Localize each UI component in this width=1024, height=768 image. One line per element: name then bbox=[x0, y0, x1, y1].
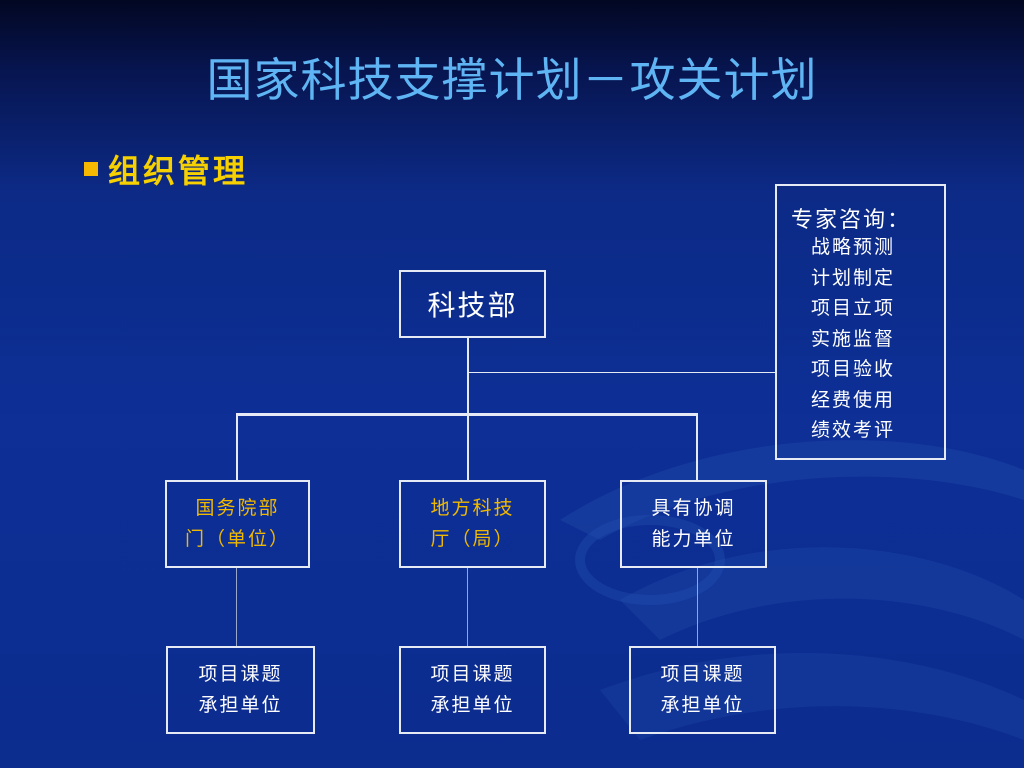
expert-item: 绩效考评 bbox=[811, 419, 896, 441]
node-line: 门（单位） bbox=[184, 528, 290, 550]
expert-item: 实施监督 bbox=[811, 327, 896, 350]
square-bullet-icon bbox=[84, 162, 98, 176]
expert-title: 专家咨询： bbox=[791, 208, 912, 233]
expert-item: 战略预测 bbox=[811, 236, 896, 258]
level2-node-state-council: 国务院部 门（单位） bbox=[165, 480, 310, 568]
level2-node-coordinating-unit: 具有协调 能力单位 bbox=[620, 480, 767, 568]
node-line: 承担单位 bbox=[198, 694, 283, 716]
node-line: 国务院部 bbox=[195, 497, 280, 519]
expert-item-list: 战略预测 计划制定 项目立项 实施监督 项目验收 经费使用 绩效考评 bbox=[811, 232, 895, 446]
node-line: 项目课题 bbox=[660, 663, 745, 685]
connector-left-bottom bbox=[236, 568, 237, 646]
connector-left-drop bbox=[236, 414, 238, 480]
expert-item: 计划制定 bbox=[811, 266, 896, 289]
level2-node-local-bureau: 地方科技 厅（局） bbox=[399, 480, 546, 568]
node-line: 项目课题 bbox=[430, 663, 515, 685]
root-node-label: 科技部 bbox=[427, 289, 518, 322]
expert-consultation-box: 专家咨询： 战略预测 计划制定 项目立项 实施监督 项目验收 经费使用 绩效考评 bbox=[775, 184, 946, 460]
connector-right-bottom bbox=[697, 568, 698, 646]
node-line: 承担单位 bbox=[660, 694, 745, 716]
expert-item: 经费使用 bbox=[811, 388, 896, 411]
level3-node-3: 项目课题 承担单位 bbox=[629, 646, 776, 734]
connector-middle-bottom bbox=[467, 568, 468, 646]
node-line: 项目课题 bbox=[198, 663, 283, 685]
node-line: 承担单位 bbox=[430, 694, 515, 716]
section-bullet: 组织管理 bbox=[84, 146, 248, 192]
connector-right-drop bbox=[696, 414, 698, 480]
connector-root-down bbox=[467, 338, 469, 480]
root-node-box: 科技部 bbox=[399, 270, 546, 338]
expert-item: 项目验收 bbox=[811, 358, 896, 380]
connector-expert-link bbox=[467, 372, 775, 373]
level3-node-1: 项目课题 承担单位 bbox=[166, 646, 315, 734]
node-line: 地方科技 bbox=[430, 497, 515, 519]
node-line: 具有协调 bbox=[651, 497, 736, 519]
section-heading: 组织管理 bbox=[108, 152, 249, 190]
expert-item: 项目立项 bbox=[811, 297, 896, 319]
node-line: 能力单位 bbox=[651, 528, 736, 550]
slide-title: 国家科技支撑计划－攻关计划 bbox=[206, 53, 818, 107]
level3-node-2: 项目课题 承担单位 bbox=[399, 646, 546, 734]
node-line: 厅（局） bbox=[430, 528, 515, 550]
connector-horizontal-bar bbox=[236, 413, 698, 416]
